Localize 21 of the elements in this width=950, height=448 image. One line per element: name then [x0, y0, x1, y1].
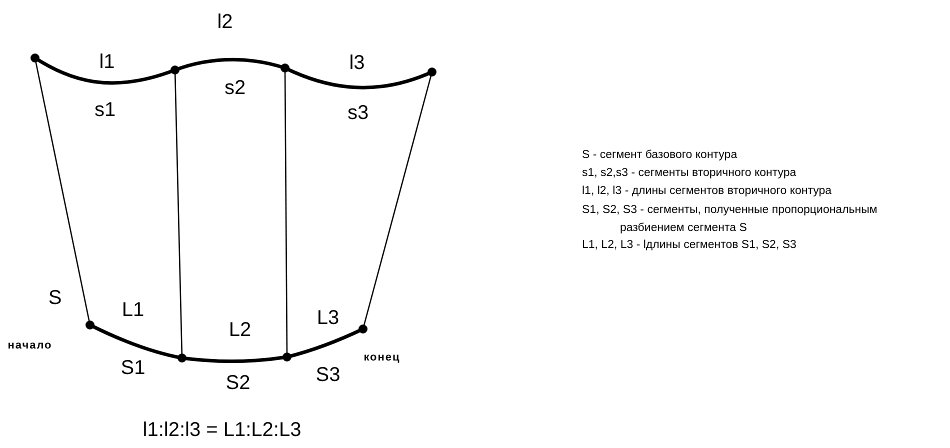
segment-label: S2	[226, 373, 250, 393]
segment-length-label: L3	[316, 308, 340, 328]
segment-label: s2	[224, 78, 246, 98]
legend-text: l1, l2, l3 - длины сегментов вторичного контура	[582, 186, 832, 198]
legend-text: L1, L2, L3 - lдлины сегментов S1, S2, S3	[582, 240, 796, 252]
segment-label: S1	[120, 358, 146, 378]
legend-text: S1, S2, S3 - сегменты, полученные пропорциональным разбиением сегмента S	[582, 203, 878, 236]
start-label: начало	[8, 340, 52, 352]
segment-length-label: l1	[99, 52, 115, 72]
segment-length-label: l3	[349, 53, 365, 73]
proportion-formula: l1:l2:l3 = L1:L2:L3	[142, 420, 302, 440]
segment-label: s3	[347, 103, 369, 123]
legend-text: S - сегмент базового контура	[582, 150, 738, 162]
segment-length-label: l2	[217, 12, 233, 32]
end-label: конец	[364, 352, 400, 364]
segment-length-label: L1	[122, 300, 144, 320]
segment-length-label: L2	[228, 320, 252, 340]
legend-text: s1, s2,s3 - сегменты вторичного контура	[582, 168, 796, 180]
segment-label: S3	[316, 365, 340, 385]
segment-label: s1	[94, 100, 116, 120]
segment-label: S	[48, 288, 62, 308]
